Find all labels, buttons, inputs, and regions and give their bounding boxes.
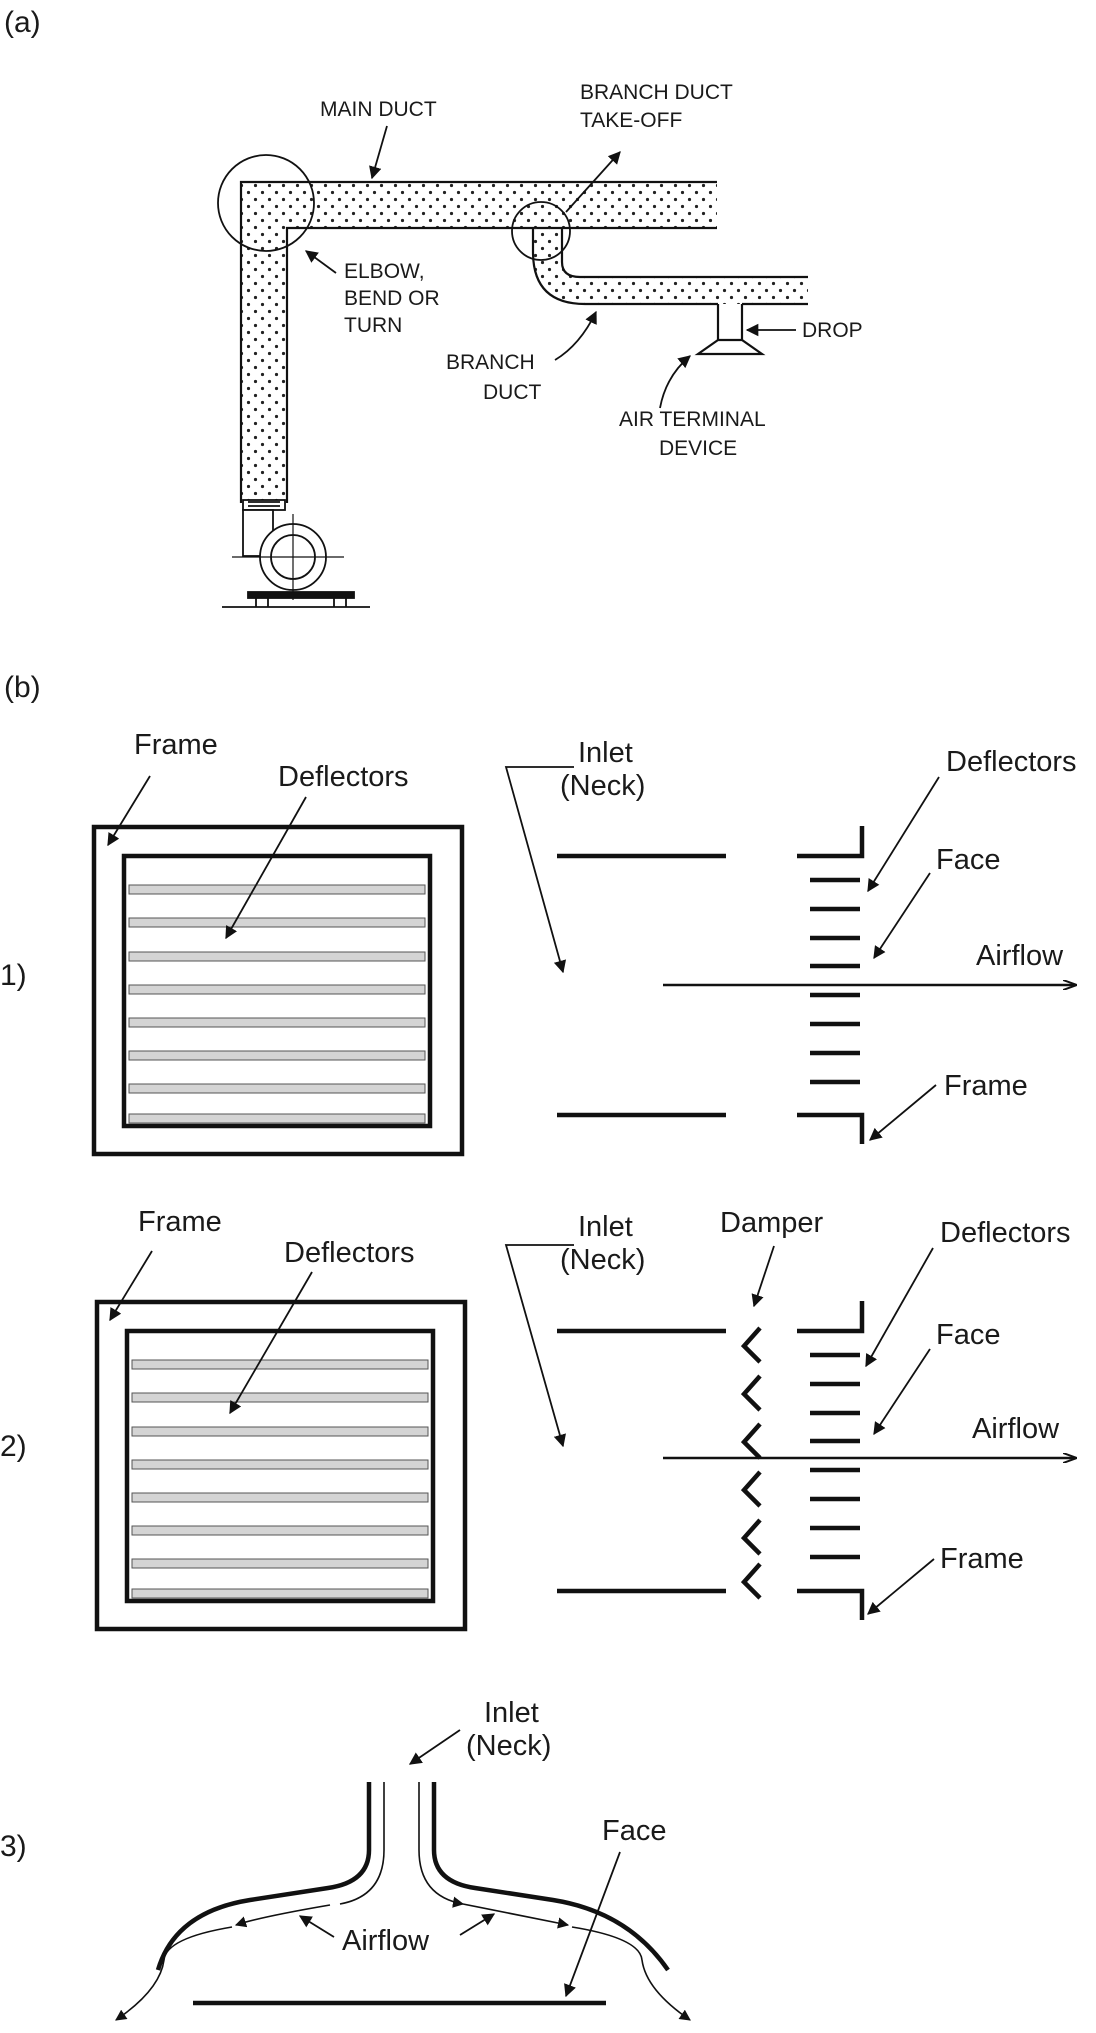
branch-duct: [531, 228, 808, 306]
grille-side-view-1: [557, 826, 865, 1144]
branch-duct-label-1: BRANCH: [446, 351, 535, 374]
row-3: 3) Inlet (Neck) Face Airflow: [0, 1697, 691, 2021]
airflow-label-3: Airflow: [342, 1925, 430, 1957]
inlet-label-2: Inlet: [578, 1211, 633, 1243]
grille-front-view-2: [94, 1299, 468, 1632]
inlet-neck-label-2: (Neck): [560, 1244, 645, 1276]
main-duct-arrow: [369, 125, 388, 180]
fan-unit: [222, 499, 370, 608]
face-label-3: Face: [602, 1815, 666, 1847]
inlet-label-1: Inlet: [578, 737, 633, 769]
panel-a-tag: (a): [4, 6, 41, 39]
frame-side-label-2: Frame: [940, 1543, 1024, 1575]
ceiling-diffuser: [155, 1782, 670, 2006]
branch-duct-label-2: DUCT: [483, 381, 541, 404]
inlet-arrow-2: [504, 1244, 574, 1448]
face-label-2: Face: [936, 1319, 1000, 1351]
damper-blades: [740, 1326, 762, 1600]
elbow-circle: [217, 154, 315, 252]
inlet-neck-label-3: (Neck): [466, 1730, 551, 1762]
air-terminal-label-2: DEVICE: [659, 437, 737, 460]
deflectors-side-arrow-1: [867, 776, 940, 893]
branch-takeoff-label-1: BRANCH DUCT: [580, 81, 733, 104]
airflow-arrow-right: [459, 1913, 496, 1936]
frame-label-2: Frame: [138, 1206, 222, 1238]
frame-side-label-1: Frame: [944, 1070, 1028, 1102]
face-label-1: Face: [936, 844, 1000, 876]
damper-label: Damper: [720, 1207, 823, 1239]
grille-front-view-1: [91, 824, 465, 1157]
deflectors-arrow-1: [225, 796, 307, 940]
row-1-number: 1): [0, 959, 27, 992]
grille-side-view-2: [557, 1301, 865, 1620]
inlet-arrow-1: [504, 766, 574, 974]
row-2-number: 2): [0, 1430, 27, 1463]
branch-duct-arrow: [554, 310, 597, 361]
elbow-arrow: [304, 250, 337, 274]
row-1: 1) Frame Deflectors: [0, 729, 1077, 1157]
takeoff-arrow: [565, 151, 621, 213]
row-3-number: 3): [0, 1830, 27, 1863]
elbow-label-3: TURN: [344, 314, 402, 337]
deflectors-side-label-2: Deflectors: [940, 1217, 1071, 1249]
face-arrow-2: [873, 1348, 931, 1436]
panel-a: (a): [4, 6, 863, 608]
air-terminal-arrow: [659, 355, 691, 409]
main-duct-label: MAIN DUCT: [320, 98, 437, 121]
airflow-streamlines: [115, 1782, 691, 2021]
frame-label-1: Frame: [134, 729, 218, 761]
face-arrow-3: [564, 1851, 621, 1998]
airflow-label-1: Airflow: [976, 940, 1064, 972]
deflectors-label-1: Deflectors: [278, 761, 409, 793]
air-terminal-label-1: AIR TERMINAL: [619, 408, 766, 431]
frame-arrow-1: [107, 775, 151, 847]
elbow-label-1: ELBOW,: [344, 260, 425, 283]
takeoff-circle: [511, 201, 571, 261]
face-arrow-1: [873, 872, 931, 960]
frame-arrow-2: [109, 1250, 153, 1322]
inlet-arrow-3: [408, 1729, 461, 1765]
drop-label: DROP: [802, 319, 863, 342]
panel-b-tag: (b): [4, 671, 41, 704]
deflectors-side-label-1: Deflectors: [946, 746, 1077, 778]
elbow-label-2: BEND OR: [344, 287, 440, 310]
deflectors-label-2: Deflectors: [284, 1237, 415, 1269]
branch-takeoff-label-2: TAKE-OFF: [580, 109, 682, 132]
frame-side-arrow-2: [867, 1558, 935, 1615]
airflow-arrow-left: [298, 1915, 335, 1938]
row-2: 2) Frame Deflectors: [0, 1206, 1076, 1632]
deflectors-side-arrow-2: [865, 1247, 934, 1368]
deflectors-arrow-2: [229, 1271, 313, 1415]
frame-side-arrow-1: [869, 1084, 937, 1141]
drop-and-diffuser: [694, 304, 766, 356]
inlet-neck-label-1: (Neck): [560, 770, 645, 802]
main-duct: [239, 180, 717, 503]
damper-arrow: [751, 1245, 775, 1308]
airflow-label-2: Airflow: [972, 1413, 1060, 1445]
inlet-label-3: Inlet: [484, 1697, 539, 1729]
